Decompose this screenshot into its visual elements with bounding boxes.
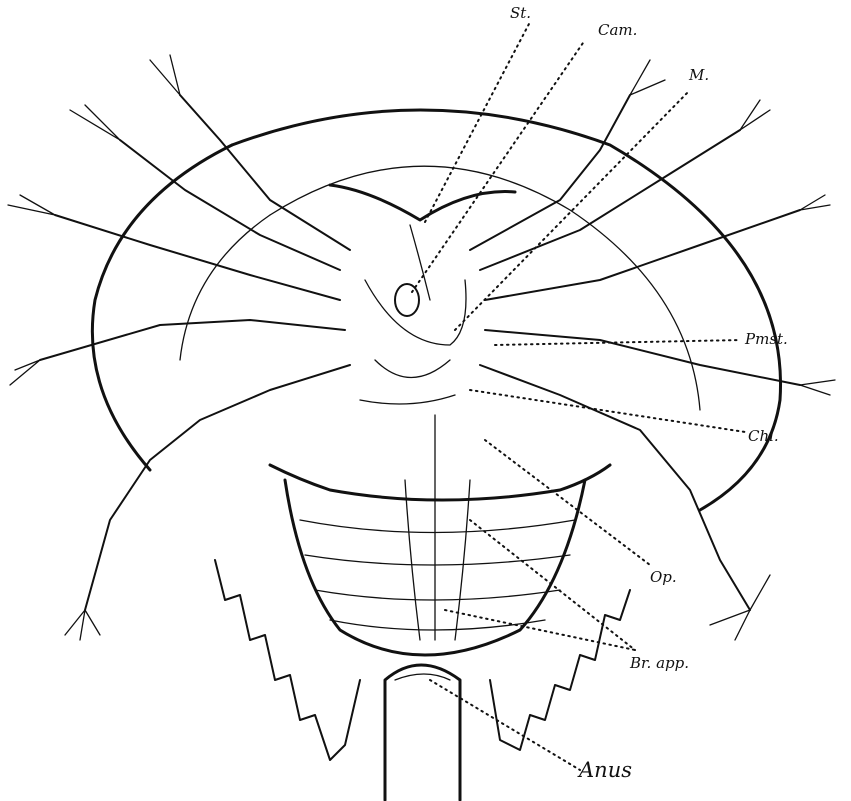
oral-region — [330, 185, 515, 404]
label-op: Op. — [650, 568, 677, 586]
label-cam: Cam. — [598, 21, 637, 39]
label-br-app: Br. app. — [629, 654, 689, 672]
left-legs — [8, 55, 350, 640]
label-chi: Chi. — [748, 427, 779, 445]
label-m: M. — [688, 66, 709, 84]
telson — [385, 665, 460, 800]
abdomen — [270, 415, 610, 655]
right-legs — [470, 60, 835, 640]
label-anus: Anus — [577, 758, 632, 782]
label-st: St. — [510, 4, 531, 22]
label-pmst: Pmst. — [744, 330, 788, 348]
marginal-spines — [215, 560, 630, 760]
